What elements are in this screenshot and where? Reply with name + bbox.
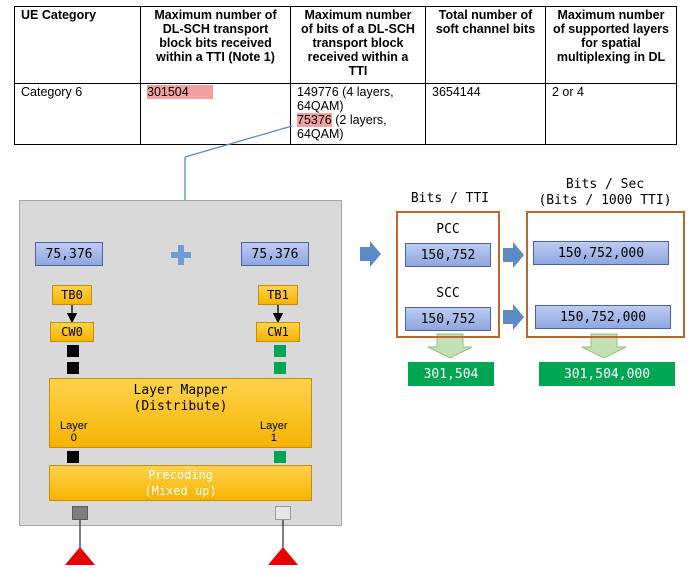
layer0-label: Layer 0 xyxy=(60,420,88,444)
cell-category: Category 6 xyxy=(14,83,141,145)
antenna1-icon xyxy=(268,547,298,565)
layer-mapper-subtitle: (Distribute) xyxy=(133,399,228,414)
layer1-label: Layer 1 xyxy=(260,420,288,444)
header-ue-category: UE Category xyxy=(14,6,141,84)
cw1-bit-block xyxy=(274,345,286,357)
pcc-tti-value: 150,752 xyxy=(405,243,491,267)
cw1-bit-block xyxy=(274,362,286,374)
bits-sec-subheader: (Bits / 1000 TTI) xyxy=(538,193,672,208)
pcc-sec-value: 150,752,000 xyxy=(533,241,669,265)
layer-mapper-block: Layer Mapper (Distribute) Layer 0 Layer … xyxy=(49,378,312,448)
connector-diagonal xyxy=(184,125,293,158)
antenna0-icon xyxy=(65,547,95,565)
cell-layers: 2 or 4 xyxy=(545,83,677,145)
layer1-label-word: Layer xyxy=(260,420,288,432)
plus-icon xyxy=(171,245,191,265)
layer-mapper-title: Layer Mapper xyxy=(133,383,228,398)
table-row: Category 6 301504 149776 (4 layers, 64QA… xyxy=(14,83,677,145)
cell-max-tb-bits: 301504 xyxy=(140,83,291,145)
max-bits-2layers-text: (2 layers, 64QAM) xyxy=(297,113,387,141)
panel-right-arrow-icon xyxy=(360,241,381,267)
scc-label: SCC xyxy=(436,286,460,301)
ue-category-table: UE Category Maximum number of DL-SCH tra… xyxy=(14,6,677,145)
right-value-box: 75,376 xyxy=(241,242,309,266)
max-bits-2layers: 75376 (2 layers, 64QAM) xyxy=(297,113,419,141)
table-header-row: UE Category Maximum number of DL-SCH tra… xyxy=(14,6,677,84)
precoding-block: Precoding (Mixed up) xyxy=(49,465,312,501)
max-bits-4layers: 149776 (4 layers, 64QAM) xyxy=(297,85,394,113)
precoding-title: Precoding xyxy=(147,468,214,482)
scc-tti-value: 150,752 xyxy=(405,307,491,331)
precoding-subtitle: (Mixed up) xyxy=(144,484,217,498)
bits-tti-header: Bits / TTI xyxy=(410,191,490,206)
left-value-box: 75,376 xyxy=(35,242,103,266)
pcc-label: PCC xyxy=(436,222,460,237)
tti-total-box: 301,504 xyxy=(408,362,494,386)
antenna1-output-block xyxy=(275,506,291,520)
antenna0-output-block xyxy=(72,506,88,520)
bits-tti-frame xyxy=(396,211,500,338)
tb0-box: TB0 xyxy=(52,285,92,305)
layer1-label-num: 1 xyxy=(270,432,277,444)
pcc-right-arrow-icon xyxy=(503,242,524,268)
cw0-bit-block xyxy=(67,345,79,357)
tb1-box: TB1 xyxy=(258,285,298,305)
cw1-box: CW1 xyxy=(256,322,300,342)
layer0-label-word: Layer xyxy=(60,420,88,432)
max-bits-highlight: 75376 xyxy=(297,113,332,127)
header-layers: Maximum number of supported layers for s… xyxy=(545,6,677,84)
cell-max-bits-tb: 149776 (4 layers, 64QAM) 75376 (2 layers… xyxy=(290,83,426,145)
header-max-tb-bits: Maximum number of DL-SCH transport block… xyxy=(140,6,291,84)
max-tb-bits-highlight: 301504 xyxy=(147,85,213,99)
bits-sec-header: Bits / Sec xyxy=(565,177,645,192)
cw0-bit-block xyxy=(67,362,79,374)
layer0-bit-block xyxy=(67,451,79,463)
sec-total-box: 301,504,000 xyxy=(539,362,675,386)
layer0-label-num: 0 xyxy=(70,432,77,444)
bits-sec-frame xyxy=(526,211,685,338)
layer1-bit-block xyxy=(274,451,286,463)
scc-right-arrow-icon xyxy=(503,304,524,330)
cw0-box: CW0 xyxy=(50,322,94,342)
scc-sec-value: 150,752,000 xyxy=(535,305,671,329)
